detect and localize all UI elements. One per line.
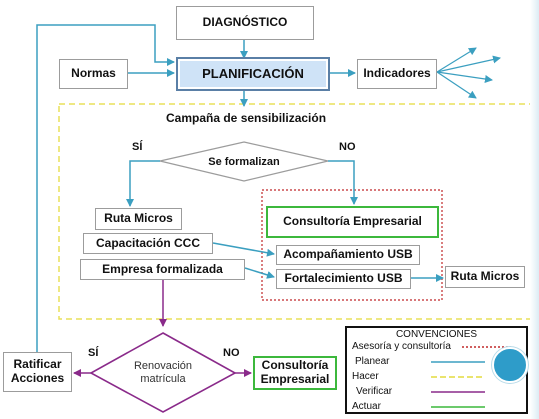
acompanamiento-box: Acompañamiento USB	[276, 245, 420, 265]
legend-item-planear: Planear	[355, 356, 390, 367]
arrow-empresa-fortalecimiento	[244, 267, 275, 279]
decorative-circle	[492, 347, 528, 383]
legend-swatches	[431, 346, 511, 408]
no1-label: NO	[339, 141, 356, 153]
capacitacion-box: Capacitación CCC	[83, 233, 213, 254]
si2-label: SÍ	[88, 347, 99, 359]
arrow-si-ruta	[126, 160, 160, 207]
fan-line-2	[436, 55, 501, 73]
ruta-micros-box-2: Ruta Micros	[445, 266, 525, 288]
ratificar-box: Ratificar Acciones	[3, 352, 72, 392]
consultoria-box-2: Consultoría Empresarial	[253, 356, 337, 390]
diagnostico-box: DIAGNÓSTICO	[176, 6, 314, 40]
legend-item-asesoria: Asesoría y consultoría	[352, 341, 451, 352]
indicadores-box: Indicadores	[357, 59, 437, 89]
arrow-feedback-loop	[36, 24, 175, 352]
decision-se-formalizan	[159, 141, 329, 182]
campana-label: Campaña de sensibilización	[166, 111, 327, 125]
decision-renovacion	[89, 332, 237, 413]
ruta-micros-box-1: Ruta Micros	[95, 208, 182, 230]
si1-label: SÍ	[132, 141, 143, 153]
arrow-capacitacion-acompanamiento	[212, 242, 275, 257]
fan-line-1	[436, 47, 477, 73]
legend-item-hacer: Hacer	[352, 371, 379, 382]
fortalecimiento-box: Fortalecimiento USB	[276, 269, 411, 289]
fan-line-4	[436, 71, 477, 99]
no2-label: NO	[223, 347, 240, 359]
legend-title: CONVENCIONES	[395, 329, 478, 340]
decision2-label: Renovación matrícula	[133, 360, 193, 385]
asesoria-region	[261, 189, 443, 301]
planificacion-box: PLANIFICACIÓN	[176, 57, 330, 91]
consultoria-box-1: Consultoría Empresarial	[266, 206, 439, 238]
empresa-formalizada-box: Empresa formalizada	[80, 259, 245, 280]
arrow-no-consultoria	[328, 160, 358, 205]
decorative-edge	[530, 0, 539, 419]
decision1-label: Se formalizan	[208, 155, 280, 168]
normas-box: Normas	[59, 59, 128, 89]
legend-item-actuar: Actuar	[352, 401, 381, 412]
legend-item-verificar: Verificar	[356, 386, 393, 397]
fan-line-3	[436, 71, 493, 83]
